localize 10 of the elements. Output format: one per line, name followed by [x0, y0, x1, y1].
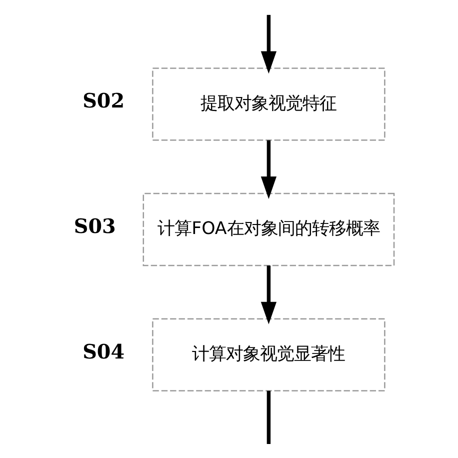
node-box: 计算FOA在对象间的转移概率: [142, 192, 395, 266]
arrow: [260, 14, 277, 74]
node-label: S04: [82, 338, 125, 363]
arrow: [260, 265, 277, 324]
node-box: 提取对象视觉特征: [152, 67, 386, 140]
connector: [266, 390, 271, 444]
node-box: 计算对象视觉显著性: [152, 318, 386, 391]
node-label: S03: [74, 213, 116, 238]
node-label: S02: [82, 88, 125, 112]
arrow: [260, 140, 277, 198]
